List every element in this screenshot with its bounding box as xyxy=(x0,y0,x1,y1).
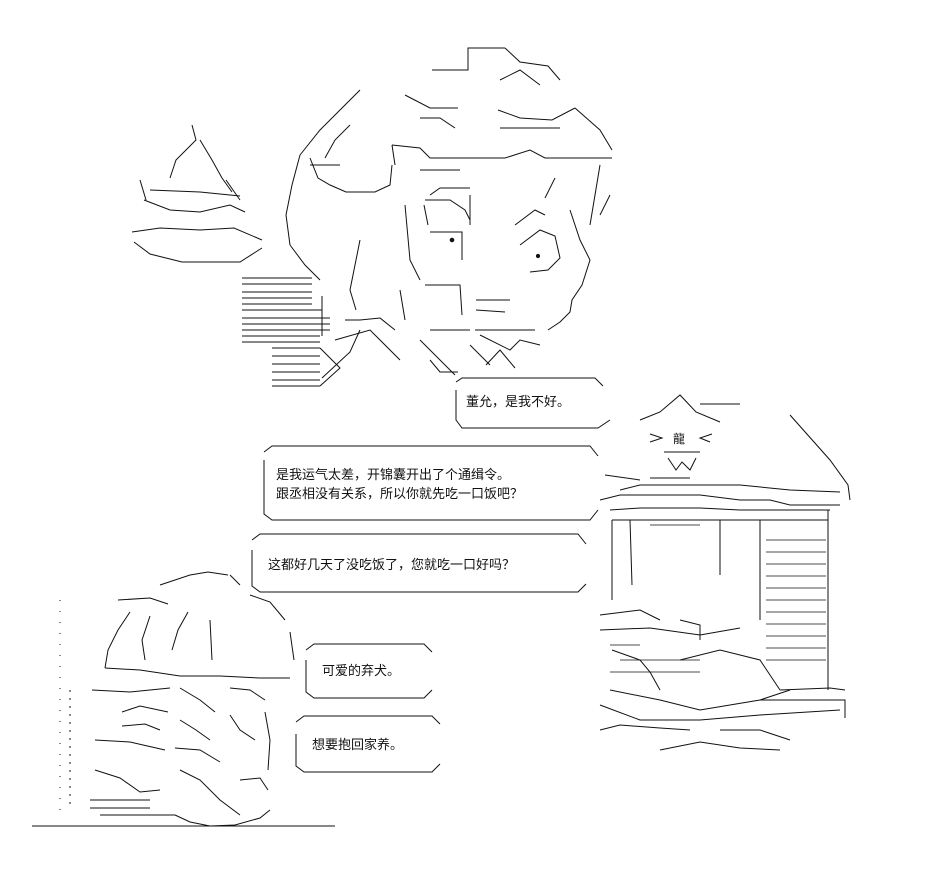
speech-bubble-outlines xyxy=(251,377,611,773)
bubble-top-line-1: 董允，是我不好。 xyxy=(466,395,571,410)
bubble-luck-line-1: 是我运气太差，开锦囊开出了个通缉令。 xyxy=(276,468,511,483)
character-bottom-figure xyxy=(32,571,335,827)
bubble-dog-line-1: 可爱的弃犬。 xyxy=(322,664,401,679)
speech-bubble-dog: 可爱的弃犬。 xyxy=(322,662,400,681)
bubble-top-outline xyxy=(455,377,611,429)
stacked-blocks-art xyxy=(131,124,361,387)
bubble-home-outline xyxy=(295,715,441,773)
character-top-figure xyxy=(285,47,613,376)
dragon-sign-char: 龍 xyxy=(673,431,685,446)
bubble-luck-outline xyxy=(263,445,599,521)
speech-bubble-top: 董允，是我不好。 xyxy=(466,393,570,412)
building-stall-art xyxy=(599,394,851,751)
speech-bubble-luck: 是我运气太差，开锦囊开出了个通缉令。 跟丞相没有关系，所以你就先吃一口饭吧？ xyxy=(276,466,523,504)
bubble-home-line-1: 想要抱回家养。 xyxy=(312,738,404,753)
speech-bubble-home: 想要抱回家养。 xyxy=(312,736,403,755)
bubble-days-line-1: 这都好几天了没吃饭了，您就吃一口好吗？ xyxy=(268,558,516,573)
bubble-dog-outline xyxy=(305,643,433,699)
bubble-luck-line-2: 跟丞相没有关系，所以你就先吃一口饭吧？ xyxy=(276,487,524,502)
bubble-days-outline xyxy=(251,533,587,593)
speech-bubble-days: 这都好几天了没吃饭了，您就吃一口好吗？ xyxy=(268,556,515,575)
